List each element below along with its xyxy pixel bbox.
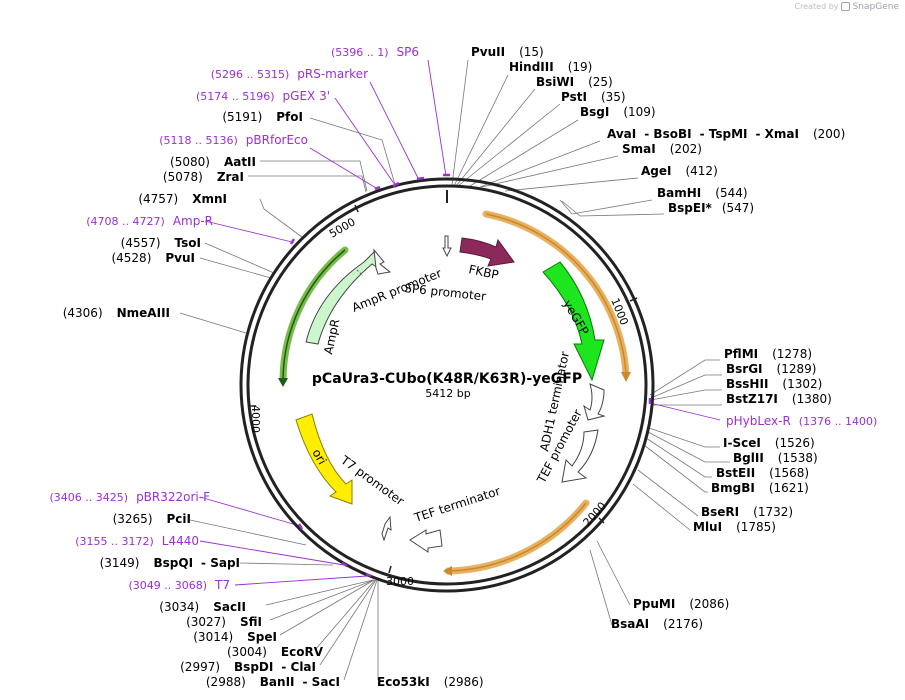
credit-text: Created by <box>794 2 839 11</box>
site-aatii[interactable]: (5080)AatII <box>170 155 256 169</box>
site-bseri[interactable]: BseRI(1732) <box>701 505 793 519</box>
orf-arc-1-outline <box>482 210 630 378</box>
orf-arc-2 <box>447 502 587 572</box>
label-sp6-promoter: SP6 promoter <box>404 281 487 303</box>
site-hindiii[interactable]: HindIII(19) <box>509 60 592 74</box>
orf-arrow-1 <box>621 372 631 382</box>
site-bglii[interactable]: BglII(1538) <box>733 451 818 465</box>
site-pfoi[interactable]: (5191)PfoI <box>222 110 303 124</box>
tick-4000: 4000 <box>249 405 262 433</box>
primer-pbr322ori-f[interactable]: (3406 .. 3425)pBR322ori-F <box>50 490 211 504</box>
backbone-inner <box>246 184 648 586</box>
yegfp-feature <box>542 261 605 382</box>
primer-t7[interactable]: (3049 .. 3068)T7 <box>128 578 230 592</box>
site-tsoi[interactable]: (4557)TsoI <box>121 236 201 250</box>
site-bamhi[interactable]: BamHI(544) <box>657 186 748 200</box>
sp6-promoter-feature <box>442 235 452 258</box>
site-ppumi[interactable]: PpuMI(2086) <box>633 597 729 611</box>
tick-5000: 5000 <box>327 215 358 240</box>
backbone-outer <box>239 177 655 593</box>
orf-arc-2-outline <box>444 499 590 575</box>
site-bsrgi[interactable]: BsrGI(1289) <box>726 362 816 376</box>
site-bspei[interactable]: BspEI*(547) <box>668 201 754 215</box>
site-mlui[interactable]: MluI(1785) <box>693 520 776 534</box>
site-pvui[interactable]: (4528)PvuI <box>111 251 195 265</box>
site-eco53ki[interactable]: Eco53kI(2986) <box>377 675 484 689</box>
tick-3000: 3000 <box>386 575 414 588</box>
credit-brand: SnapGene <box>852 2 899 12</box>
ampr-promoter-feature <box>373 248 392 275</box>
site-sacii[interactable]: (3034)SacII <box>159 600 246 614</box>
tef-terminator-feature <box>409 529 443 553</box>
orf-ampr-arrow <box>278 378 288 387</box>
site-bsgi[interactable]: BsgI(109) <box>580 105 656 119</box>
label-tef-terminator: TEF terminator <box>412 484 502 525</box>
site-bsshii[interactable]: BssHII(1302) <box>726 377 822 391</box>
site-bsteii[interactable]: BstEII(1568) <box>716 466 809 480</box>
orf-ampr <box>282 249 346 381</box>
plasmid-name: pCaUra3-CUbo(K48R/K63R)-yeGFP <box>312 371 582 387</box>
adh1-terminator-feature <box>583 383 606 421</box>
primer-pgex3[interactable]: (5174 .. 5196)pGEX 3' <box>196 89 330 103</box>
site-bspdi-clai[interactable]: (2997)BspDI- ClaI <box>180 660 316 674</box>
primer-amp-r[interactable]: (4708 .. 4727)Amp-R <box>86 214 213 228</box>
site-bspqi-sapi[interactable]: (3149)BspQI- SapI <box>100 556 240 570</box>
plasmid-size: 5412 bp <box>425 387 470 400</box>
site-avai-group[interactable]: AvaI- BsoBI- TspMI- XmaI(200) <box>607 127 845 141</box>
site-labels-left: (5191)PfoI (5080)AatII (5078)ZraI (4757)… <box>63 110 340 689</box>
snapgene-logo-icon <box>841 2 851 11</box>
site-pflmi[interactable]: PflMI(1278) <box>724 347 812 361</box>
site-pvuii[interactable]: PvuII(15) <box>471 45 544 59</box>
primer-phyblex-r[interactable]: pHybLex-R(1376 .. 1400) <box>726 414 877 428</box>
site-i-scei[interactable]: I-SceI(1526) <box>723 436 815 450</box>
label-fkbp: FKBP <box>467 262 499 282</box>
primer-l4440[interactable]: (3155 .. 3172)L4440 <box>75 534 199 548</box>
site-sfii[interactable]: (3027)SfiI <box>186 615 262 629</box>
tef-promoter-feature <box>561 429 599 483</box>
primer-sp6[interactable]: (5396 .. 1)SP6 <box>331 45 419 59</box>
orf-ampr-outline <box>279 246 349 384</box>
site-xmni[interactable]: (4757)XmnI <box>138 192 227 206</box>
ori-feature <box>295 413 353 505</box>
site-bstz17i[interactable]: BstZ17I(1380) <box>726 392 832 406</box>
site-smai[interactable]: SmaI(202) <box>622 142 702 156</box>
orf-arc-1 <box>485 213 627 375</box>
site-ecorv[interactable]: (3004)EcoRV <box>227 645 324 659</box>
primer-labels: (5396 .. 1)SP6 (5296 .. 5315)pRS-marker … <box>50 45 878 592</box>
site-labels-right: PvuII(15) HindIII(19) BsiWI(25) PstI(35)… <box>377 45 845 689</box>
primer-pbrforeco[interactable]: (5118 .. 5136)pBRforEco <box>159 133 308 147</box>
primer-prs-marker[interactable]: (5296 .. 5315)pRS-marker <box>211 67 368 81</box>
site-bmgbi[interactable]: BmgBI(1621) <box>711 481 809 495</box>
site-pcii[interactable]: (3265)PciI <box>113 512 191 526</box>
ampr-feature <box>305 251 379 345</box>
site-nmeaiii[interactable]: (4306)NmeAIII <box>63 306 170 320</box>
label-ori: ori <box>309 447 329 468</box>
site-banii-saci[interactable]: (2988)BanII- SacI <box>206 675 340 689</box>
site-bsiwi[interactable]: BsiWI(25) <box>536 75 613 89</box>
snapgene-credit: Created by SnapGene <box>794 2 899 12</box>
site-psti[interactable]: PstI(35) <box>561 90 626 104</box>
primer-leaders <box>199 59 721 586</box>
t7-promoter-feature <box>381 515 392 542</box>
fkbp-feature <box>459 237 515 267</box>
site-agei[interactable]: AgeI(412) <box>641 164 718 178</box>
site-spei[interactable]: (3014)SpeI <box>193 630 277 644</box>
leader-lines <box>179 59 730 681</box>
site-zrai[interactable]: (5078)ZraI <box>163 170 244 184</box>
site-bsaai[interactable]: BsaAI(2176) <box>611 617 703 631</box>
orf-arrow-2 <box>443 566 452 576</box>
primer-marks <box>289 173 652 578</box>
scale-ticks <box>249 204 638 574</box>
